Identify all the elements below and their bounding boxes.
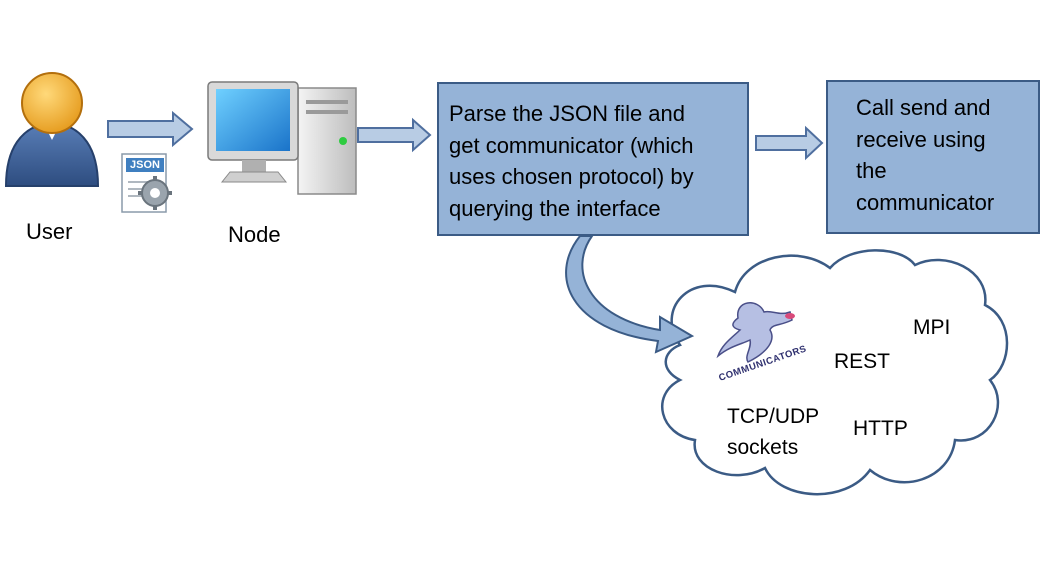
protocol-http: HTTP <box>853 417 908 440</box>
arrow-parse-to-call <box>755 125 824 161</box>
parse-json-box: Parse the JSON file and get communicator… <box>437 82 749 236</box>
arrow-user-to-node <box>107 110 194 148</box>
json-icon-label: JSON <box>130 159 160 171</box>
protocol-tcp-udp: TCP/UDP sockets <box>727 405 820 459</box>
arrow-parse-to-cloud <box>565 235 695 354</box>
json-file-icon <box>121 153 172 213</box>
call-send-box: Call send and receive using the communic… <box>826 80 1040 234</box>
communicators-logo-icon <box>716 302 795 363</box>
protocol-mpi: MPI <box>913 316 951 339</box>
arrow-node-to-parse <box>357 117 432 153</box>
protocol-rest: REST <box>834 350 891 373</box>
user-icon <box>4 72 100 187</box>
user-label: User <box>26 219 73 244</box>
computer-icon <box>207 81 357 195</box>
node-label: Node <box>228 222 281 247</box>
call-send-box-text: Call send and receive using the communic… <box>856 95 995 215</box>
parse-json-box-text: Parse the JSON file and get communicator… <box>449 101 694 221</box>
